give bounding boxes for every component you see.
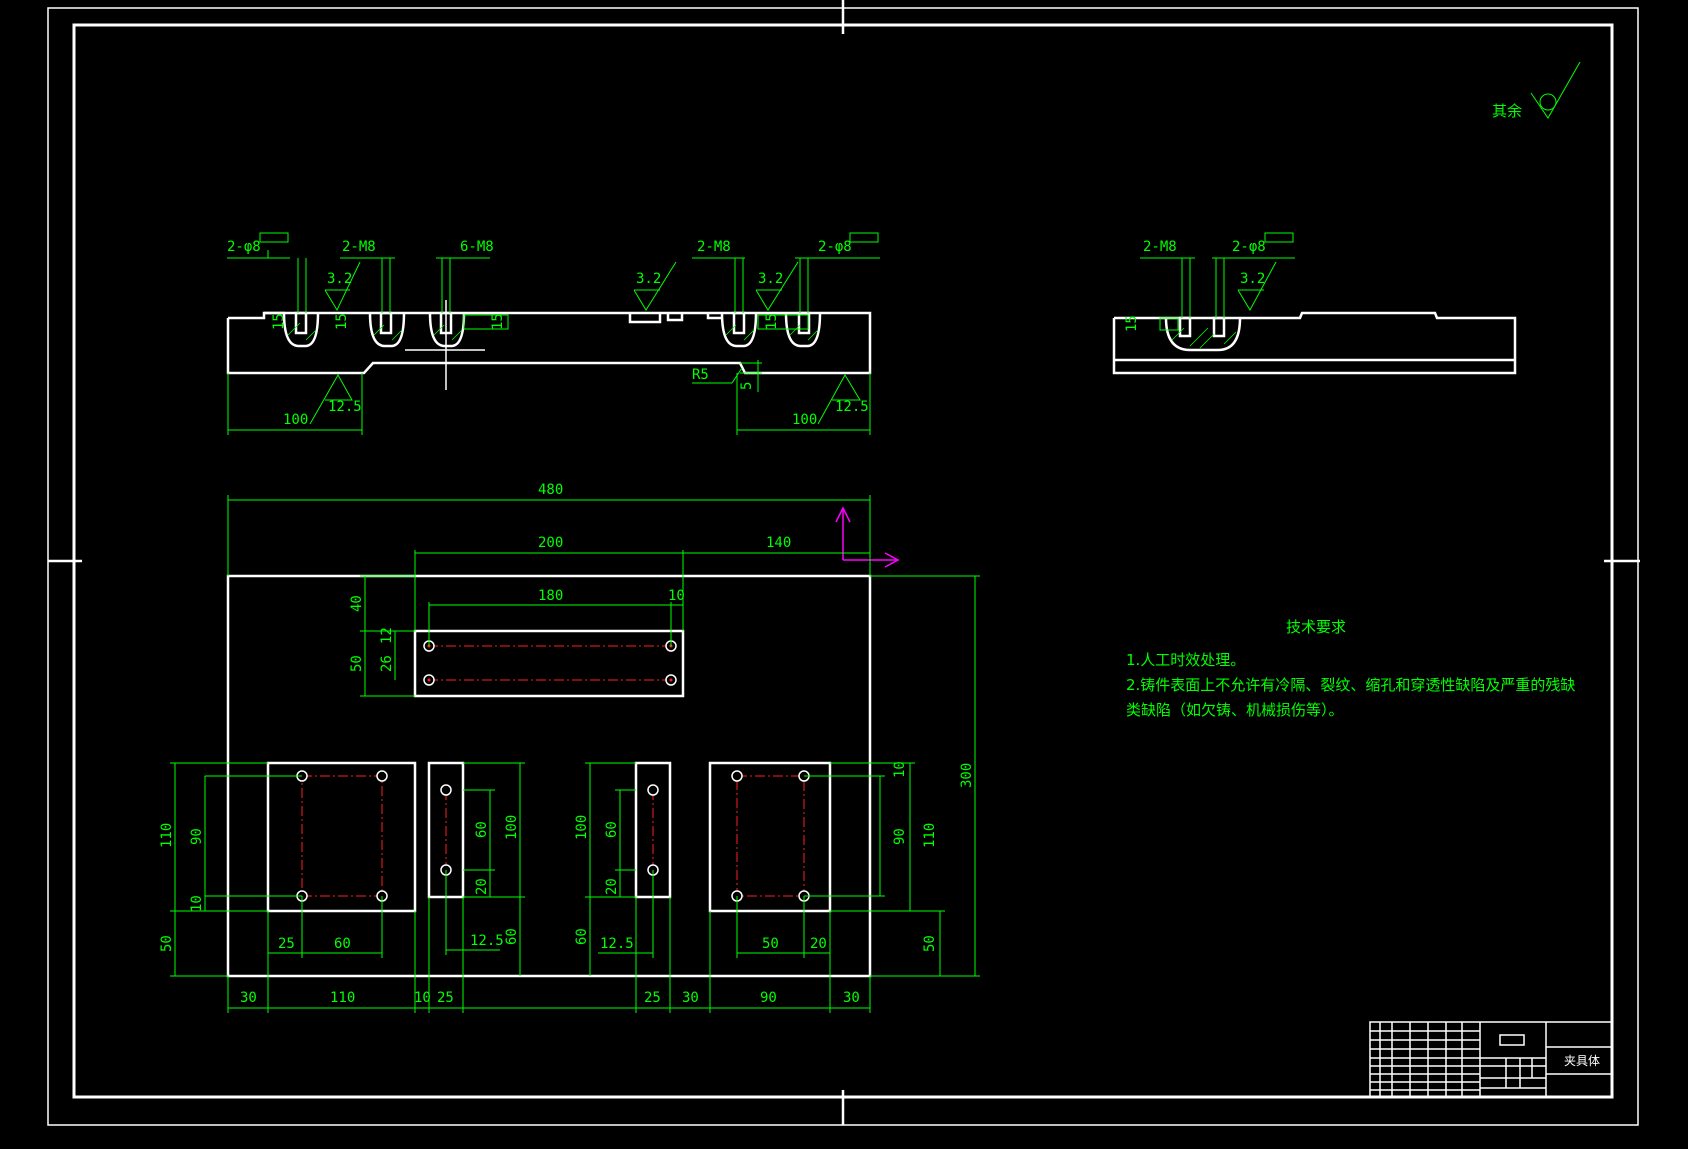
svg-text:20: 20: [810, 936, 827, 952]
svg-text:180: 180: [538, 588, 563, 604]
svg-text:12.5: 12.5: [835, 399, 869, 415]
callout-6-m8: 6-M8: [460, 239, 494, 255]
roughness-note-label: 其余: [1492, 102, 1522, 120]
plan-dims-mid-b: 100 60 20 60 12.5: [574, 762, 654, 976]
svg-text:30: 30: [240, 990, 257, 1006]
svg-text:26: 26: [379, 655, 395, 672]
callout-2-m8-right: 2-M8: [697, 239, 731, 255]
svg-text:20: 20: [474, 878, 490, 895]
side-callout-2-phi8: 2-φ8: [1232, 239, 1266, 255]
svg-text:60: 60: [334, 936, 351, 952]
svg-text:25: 25: [644, 990, 661, 1006]
callout-2-m8-left: 2-M8: [342, 239, 376, 255]
svg-text:5: 5: [739, 382, 755, 390]
plan-dims-left: 110 90 10 50: [159, 762, 302, 977]
ucs-axis-icon: [835, 506, 900, 568]
svg-text:15: 15: [490, 313, 506, 330]
svg-text:3.2: 3.2: [636, 271, 661, 287]
svg-text:100: 100: [504, 815, 520, 840]
top-slot: [413, 629, 685, 698]
roughness-note: 其余: [1492, 61, 1581, 120]
svg-text:50: 50: [922, 935, 938, 952]
side-view: 15 2-M8 2-φ8 3.2: [1112, 232, 1517, 375]
svg-text:20: 20: [604, 878, 620, 895]
svg-text:12.5: 12.5: [470, 933, 504, 949]
svg-text:30: 30: [682, 990, 699, 1006]
svg-text:12.5: 12.5: [600, 936, 634, 952]
svg-text:200: 200: [538, 535, 563, 551]
svg-text:100: 100: [792, 412, 817, 428]
front-callouts: 2-φ8 2-M8 6-M8 2-M8 2-φ8: [227, 232, 880, 313]
svg-text:480: 480: [538, 482, 563, 498]
front-view-sections: [282, 300, 822, 390]
svg-text:140: 140: [766, 535, 791, 551]
svg-text:110: 110: [922, 823, 938, 848]
svg-text:3.2: 3.2: [1240, 271, 1265, 287]
callout-2-phi8-right: 2-φ8: [818, 239, 852, 255]
svg-text:25: 25: [278, 936, 295, 952]
svg-text:12.5: 12.5: [328, 399, 362, 415]
callout-2-phi8-left: 2-φ8: [227, 239, 261, 255]
plan-dims-mid-a: 60 100 20 12.5 60: [445, 762, 525, 976]
front-roughness: 3.2 3.2 3.2 12.5 12.5: [309, 261, 869, 425]
svg-text:60: 60: [474, 821, 490, 838]
svg-text:90: 90: [189, 828, 205, 845]
svg-text:50: 50: [159, 935, 175, 952]
svg-text:100: 100: [283, 412, 308, 428]
side-callout-2-m8: 2-M8: [1143, 239, 1177, 255]
inner-frame: [72, 23, 1614, 1099]
svg-text:110: 110: [330, 990, 355, 1006]
svg-text:10: 10: [892, 761, 908, 778]
svg-text:3.2: 3.2: [758, 271, 783, 287]
svg-text:R5: R5: [692, 367, 709, 383]
svg-text:90: 90: [892, 828, 908, 845]
right-pocket: [708, 761, 832, 913]
plan-dims-top: 480 200 140 180 10: [227, 482, 871, 646]
svg-text:15: 15: [764, 313, 780, 330]
plan-dims-left-upper: 40 50 26 12: [349, 575, 415, 697]
front-depths: 15 15 15 15: [271, 313, 809, 330]
svg-text:90: 90: [760, 990, 777, 1006]
svg-text:60: 60: [574, 928, 590, 945]
svg-text:10: 10: [414, 990, 431, 1006]
title-block: 夹具体: [1369, 1021, 1613, 1098]
svg-text:110: 110: [159, 823, 175, 848]
plan-dims-bottom: 30 110 10 25 25 30 90 30: [227, 897, 871, 1013]
svg-text:50: 50: [762, 936, 779, 952]
outer-frame: [47, 7, 1639, 1126]
side-view-outline: [1112, 311, 1517, 375]
svg-text:10: 10: [189, 895, 205, 912]
svg-text:60: 60: [504, 928, 520, 945]
svg-text:3.2: 3.2: [327, 271, 352, 287]
svg-text:15: 15: [334, 313, 350, 330]
tech-requirements-heading: 技术要求: [1286, 618, 1346, 636]
svg-text:15: 15: [271, 313, 287, 330]
svg-text:100: 100: [574, 815, 590, 840]
title-block-part-name: 夹具体: [1564, 1054, 1600, 1068]
svg-text:40: 40: [349, 595, 365, 612]
svg-text:12: 12: [379, 627, 395, 644]
tech-requirement-1: 1.人工时效处理。: [1126, 651, 1245, 669]
svg-text:60: 60: [604, 821, 620, 838]
front-view: 2-φ8 2-M8 6-M8 2-M8 2-φ8: [226, 232, 880, 435]
plan-dims-right: 10 90 110 50 300: [804, 575, 980, 977]
svg-text:25: 25: [437, 990, 454, 1006]
tech-requirements: 技术要求 1.人工时效处理。 2.铸件表面上不允许有冷隔、裂纹、缩孔和穿透性缺陷…: [1126, 618, 1575, 719]
svg-text:50: 50: [349, 655, 365, 672]
svg-text:10: 10: [668, 588, 685, 604]
tech-requirement-3: 类缺陷（如欠铸、机械损伤等）。: [1126, 701, 1344, 719]
left-pocket: [266, 761, 417, 913]
plan-view: 480 200 140 180 10 40 50 26 12: [159, 482, 980, 1013]
centering-marks: [48, 0, 1640, 1125]
front-dims: 100 100 R5 5: [227, 360, 871, 435]
svg-text:15: 15: [1124, 315, 1140, 332]
tech-requirement-2: 2.铸件表面上不允许有冷隔、裂纹、缩孔和穿透性缺陷及严重的残缺: [1126, 676, 1575, 694]
plan-dims-inner: 25 60 50 20: [268, 896, 830, 958]
svg-text:300: 300: [959, 763, 975, 788]
svg-text:30: 30: [843, 990, 860, 1006]
title-block-grid: [1370, 1022, 1546, 1097]
